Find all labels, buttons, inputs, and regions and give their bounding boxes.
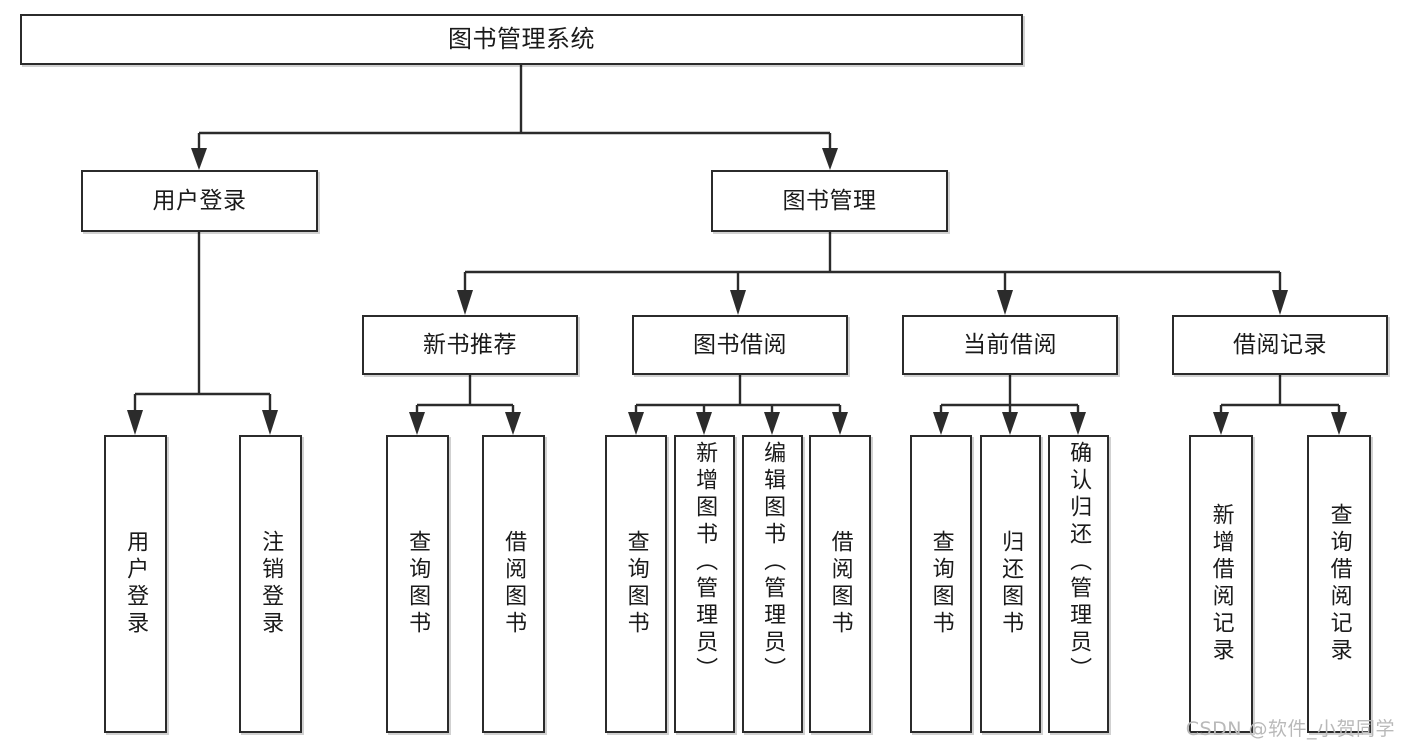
node-label: 新增借阅记录 [1208,503,1234,665]
node-new-book-recommend[interactable]: 新书推荐 [362,315,578,375]
arrowhead-borrowrecord-leaf-1 [1213,412,1229,435]
arrowhead-currentborrow-leaf-1 [933,412,949,435]
node-label: 图书借阅 [693,331,787,358]
leaf-book-borrow-add-book-admin[interactable]: 新增图书（管理员） [674,435,735,733]
node-label: 图书管理系统 [448,24,595,53]
leaf-book-borrow-query-book[interactable]: 查询图书 [605,435,667,733]
node-label: 借阅记录 [1233,331,1327,358]
arrowhead-bookborrow-leaf-3 [764,412,780,435]
arrowhead-book-mgmt [822,148,838,170]
node-book-management[interactable]: 图书管理 [711,170,948,232]
node-label: 注销登录 [258,530,284,638]
node-user-login[interactable]: 用户登录 [81,170,318,232]
arrowhead-newbook-leaf-2 [505,412,521,435]
node-label: 确认归还（管理员） [1066,441,1092,684]
leaf-new-book-borrow-book[interactable]: 借阅图书 [482,435,545,733]
arrowhead-leaf-logout [262,410,278,435]
node-borrow-record[interactable]: 借阅记录 [1172,315,1388,375]
leaf-book-borrow-edit-book-admin[interactable]: 编辑图书（管理员） [742,435,803,733]
leaf-new-book-query-book[interactable]: 查询图书 [386,435,449,733]
leaf-current-borrow-query-book[interactable]: 查询图书 [910,435,972,733]
node-label: 新增图书（管理员） [692,441,718,684]
arrowhead-currentborrow-leaf-3 [1070,412,1086,435]
node-book-borrow[interactable]: 图书借阅 [632,315,848,375]
arrowhead-borrow-record [1272,290,1288,315]
arrowhead-book-borrow [730,290,746,315]
node-label: 查询图书 [405,530,431,638]
arrowhead-currentborrow-leaf-2 [1002,412,1018,435]
leaf-user-login-logout[interactable]: 注销登录 [239,435,302,733]
arrowhead-leaf-user-login [127,410,143,435]
node-label: 查询图书 [623,530,649,638]
arrowhead-current-borrow [997,290,1013,315]
node-label: 查询图书 [928,530,954,638]
leaf-borrow-record-add-record[interactable]: 新增借阅记录 [1189,435,1253,733]
arrowhead-bookborrow-leaf-2 [696,412,712,435]
leaf-borrow-record-query-record[interactable]: 查询借阅记录 [1307,435,1371,733]
node-label: 用户登录 [152,187,247,214]
leaf-current-borrow-return-book[interactable]: 归还图书 [980,435,1041,733]
arrowhead-new-book [457,290,473,315]
leaf-current-borrow-confirm-return-admin[interactable]: 确认归还（管理员） [1048,435,1109,733]
node-label: 查询借阅记录 [1326,503,1352,665]
node-label: 借阅图书 [501,530,527,638]
arrowhead-bookborrow-leaf-1 [628,412,644,435]
node-label: 编辑图书（管理员） [760,441,786,684]
node-label: 借阅图书 [827,530,853,638]
node-label: 归还图书 [998,530,1024,638]
arrowhead-bookborrow-leaf-4 [832,412,848,435]
node-label: 图书管理 [782,187,877,214]
node-label: 当前借阅 [963,331,1057,358]
arrowhead-newbook-leaf-1 [409,412,425,435]
arrowhead-borrowrecord-leaf-2 [1331,412,1347,435]
node-label: 用户登录 [123,530,149,638]
node-current-borrow[interactable]: 当前借阅 [902,315,1118,375]
node-label: 新书推荐 [423,331,517,358]
arrowhead-user-login [191,148,207,170]
leaf-user-login-do-login[interactable]: 用户登录 [104,435,167,733]
leaf-book-borrow-borrow-book[interactable]: 借阅图书 [809,435,871,733]
node-root-book-management-system[interactable]: 图书管理系统 [20,14,1023,65]
csdn-watermark: CSDN @软件_小贺同学 [1185,718,1395,740]
